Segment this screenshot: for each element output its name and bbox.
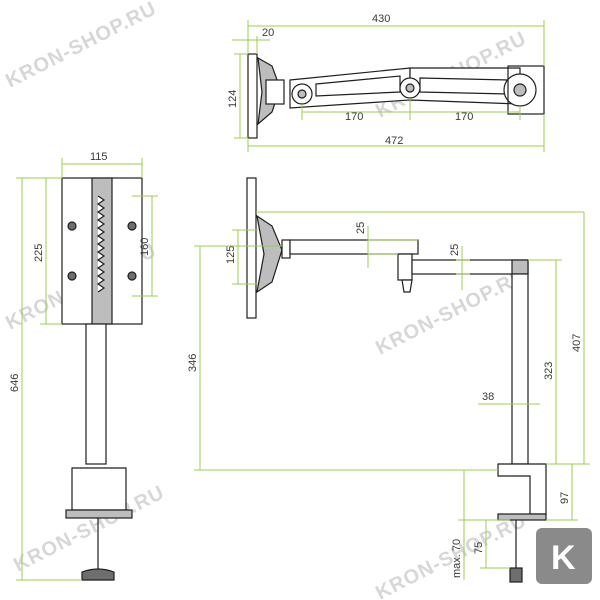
side-vesa-head — [256, 214, 283, 294]
dim-160: 160 — [139, 238, 151, 256]
front-clamp — [71, 467, 127, 511]
top-joint — [265, 79, 285, 105]
top-pivot-2-core — [405, 83, 415, 93]
dim-115: 115 — [90, 151, 108, 163]
side-joint — [281, 239, 291, 259]
top-arm-1-slot — [315, 75, 401, 97]
side-clamp-screw — [509, 567, 523, 583]
brand-logo: K — [536, 528, 592, 584]
side-clamp-base — [497, 513, 547, 521]
dim-430: 430 — [372, 13, 390, 25]
dim-25-b: 25 — [449, 244, 461, 256]
dim-75: 75 — [473, 542, 485, 554]
dim-97: 97 — [559, 492, 571, 504]
dim-20: 20 — [262, 27, 274, 39]
dim-max70: max. 70 — [451, 539, 463, 578]
front-hole — [67, 271, 77, 281]
logo-badge — [536, 528, 592, 584]
top-pole-clamp — [507, 65, 545, 115]
front-hole — [127, 221, 137, 231]
dim-472: 472 — [385, 135, 403, 147]
dim-407: 407 — [571, 334, 583, 352]
dim-25-a: 25 — [355, 222, 367, 234]
front-clamp-base — [65, 509, 133, 519]
top-arm-2-slot — [419, 77, 511, 95]
dim-323: 323 — [543, 362, 555, 380]
dim-124: 124 — [227, 90, 239, 108]
dim-346: 346 — [187, 354, 199, 372]
watermark: KRON-SHOP.RU — [372, 264, 530, 359]
logo-letter: K — [551, 539, 576, 577]
side-arm-2 — [411, 259, 529, 275]
side-wall-plate — [246, 177, 257, 319]
dim-225: 225 — [33, 244, 45, 262]
top-pivot-1-core — [297, 89, 307, 99]
watermark: KRON-SHOP.RU — [2, 0, 160, 92]
side-elbow — [397, 253, 413, 281]
side-pole — [511, 273, 529, 465]
top-view: 430 20 124 170 170 472 — [227, 13, 545, 152]
front-pole — [85, 323, 107, 465]
side-view: 125 25 25 346 407 323 38 97 75 max. 70 — [187, 177, 590, 583]
front-hole — [127, 271, 137, 281]
front-ratchet — [96, 195, 106, 293]
side-arm-1 — [289, 239, 419, 255]
side-knob — [401, 279, 413, 293]
top-pivot-3-core — [513, 83, 527, 97]
dim-38: 38 — [482, 391, 494, 403]
dim-170-b: 170 — [455, 111, 473, 123]
dim-125: 125 — [225, 246, 237, 264]
front-hole — [67, 221, 77, 231]
dim-646: 646 — [9, 374, 21, 392]
top-wall-plate — [247, 53, 258, 139]
dim-170-a: 170 — [345, 111, 363, 123]
front-clamp-knob — [81, 568, 115, 581]
front-view: 115 225 160 646 — [9, 151, 158, 581]
side-clamp — [497, 463, 547, 515]
